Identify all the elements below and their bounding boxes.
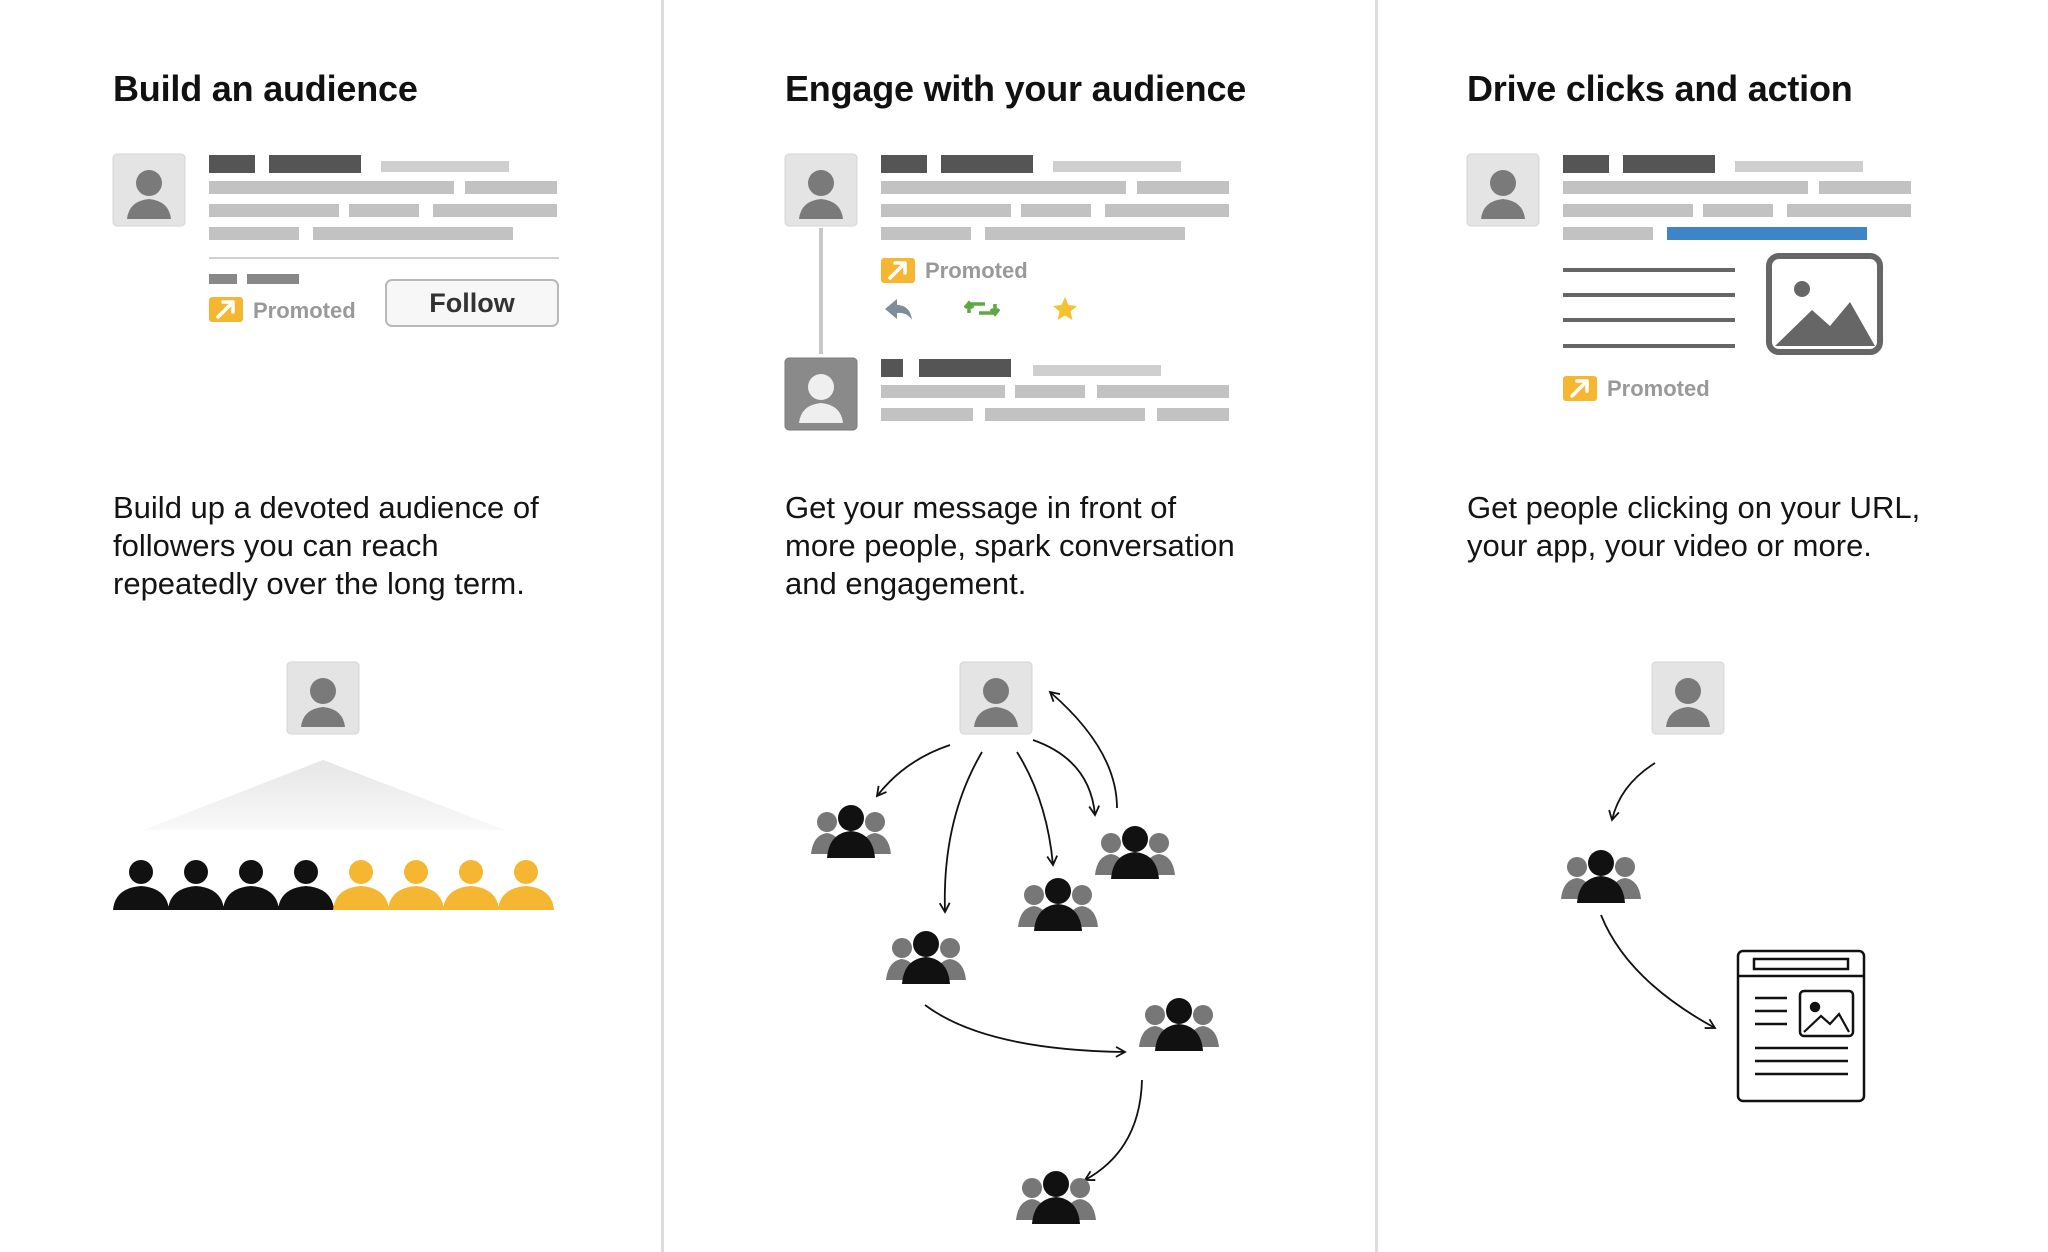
connection-arrow — [938, 751, 983, 914]
group-icon — [811, 805, 891, 858]
follower-icon — [388, 860, 444, 910]
connection-arrow — [1048, 690, 1118, 809]
follower-icon — [223, 860, 279, 910]
column-description: Get your message in front of more people… — [785, 490, 1235, 601]
group-icon — [1018, 878, 1098, 931]
follow-button-label[interactable]: Follow — [429, 288, 515, 318]
tweet-card-link: Promoted — [1466, 153, 1911, 401]
promoted-arrow-icon — [881, 258, 915, 283]
column-build-audience: Build an audience Promot — [112, 0, 633, 1252]
connection-arrow — [924, 1004, 1127, 1058]
favorite-star-icon[interactable] — [1053, 297, 1077, 320]
avatar-icon — [784, 357, 858, 431]
column-divider — [661, 0, 664, 1252]
audience-row — [113, 860, 554, 910]
follower-icon — [498, 860, 554, 910]
reply-icon[interactable] — [885, 299, 912, 320]
column-divider — [1375, 0, 1378, 1252]
column-drive-clicks: Drive clicks and action — [1466, 0, 2027, 1252]
avatar-icon — [1466, 153, 1540, 227]
column-description: Get people clicking on your URL, your ap… — [1467, 490, 1921, 563]
column-engage-audience: Engage with your audience Promoted — [784, 0, 1345, 1252]
avatar-icon — [286, 661, 360, 735]
group-icon — [1561, 850, 1641, 903]
retweet-icon[interactable] — [963, 300, 1001, 317]
column-title: Drive clicks and action — [1467, 68, 1853, 109]
promoted-arrow-icon — [209, 297, 243, 322]
group-icon — [1016, 1171, 1096, 1224]
promoted-label: Promoted — [253, 298, 356, 323]
connection-arrow — [1600, 914, 1717, 1029]
follower-icon — [278, 860, 334, 910]
follower-icon — [443, 860, 499, 910]
audience-growth-illustration — [113, 661, 554, 910]
connection-arrow — [1083, 1079, 1143, 1181]
avatar-icon — [784, 153, 858, 227]
tweet-card-follow: Promoted Follow — [112, 153, 559, 327]
promoted-label: Promoted — [1607, 376, 1710, 401]
promoted-arrow-icon — [1563, 376, 1597, 401]
engagement-network-illustration — [811, 661, 1219, 1224]
follower-icon — [168, 860, 224, 910]
connection-arrow — [1608, 762, 1656, 822]
connection-arrow — [1016, 751, 1058, 867]
connection-arrow — [1032, 739, 1100, 817]
tweet-conversation: Promoted — [784, 153, 1229, 431]
avatar-icon — [959, 661, 1033, 735]
follower-icon — [113, 860, 169, 910]
column-title: Engage with your audience — [785, 68, 1247, 109]
connection-arrow — [875, 744, 951, 798]
image-icon — [1766, 253, 1883, 355]
group-icon — [1139, 998, 1219, 1051]
promoted-label: Promoted — [925, 258, 1028, 283]
group-icon — [886, 931, 966, 984]
link-bar[interactable] — [1667, 227, 1867, 240]
webpage-icon — [1736, 949, 1866, 1103]
avatar-icon — [112, 153, 186, 227]
follower-icon — [333, 860, 389, 910]
column-description: Build up a devoted audience of followers… — [113, 490, 539, 601]
group-icon — [1095, 826, 1175, 879]
column-title: Build an audience — [113, 68, 418, 109]
avatar-icon — [1651, 661, 1725, 735]
follow-button[interactable]: Follow — [385, 279, 559, 327]
click-flow-illustration — [1561, 661, 1866, 1103]
